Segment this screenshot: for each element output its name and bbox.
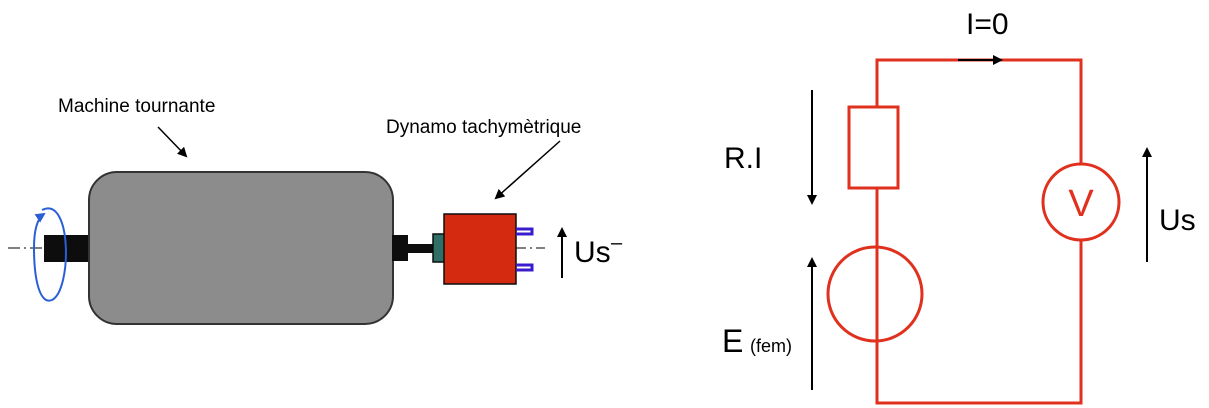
machine-body	[88, 171, 394, 325]
dynamo-label-pointer	[494, 140, 561, 200]
resistor-drop-label: R.I	[724, 142, 762, 175]
lower-brush	[516, 263, 534, 272]
dynamo-label: Dynamo tachymètrique	[386, 117, 581, 138]
dynamo-body	[443, 213, 517, 285]
machine-label-pointer	[157, 126, 188, 158]
voltmeter	[1041, 162, 1121, 242]
dynamo-voltage-label: Us	[574, 236, 611, 269]
voltmeter-symbol: V	[1068, 183, 1094, 225]
emf-label: E	[722, 323, 743, 359]
circuit-diagram: V I=0 R.I E (fem) Us	[722, 8, 1196, 405]
shaft-link	[408, 244, 434, 253]
current-label: I=0	[966, 8, 1009, 41]
right-shaft	[392, 235, 408, 261]
circuit-bottom-wire	[875, 240, 1083, 405]
emf-sub-label: (fem)	[750, 336, 792, 356]
upper-brush	[516, 227, 534, 236]
machine-diagram: Machine tournante Dynamo tachymètrique U…	[8, 96, 623, 325]
resistor	[847, 105, 900, 190]
machine-label: Machine tournante	[58, 96, 215, 117]
emf-source	[826, 245, 924, 343]
circuit-top-wire	[875, 58, 1083, 164]
coupling	[432, 233, 446, 263]
circuit-voltage-label: Us	[1159, 204, 1196, 237]
left-shaft	[44, 235, 92, 262]
dynamo-minus-sign: –	[611, 232, 623, 254]
rotation-arrow-icon	[32, 207, 67, 302]
